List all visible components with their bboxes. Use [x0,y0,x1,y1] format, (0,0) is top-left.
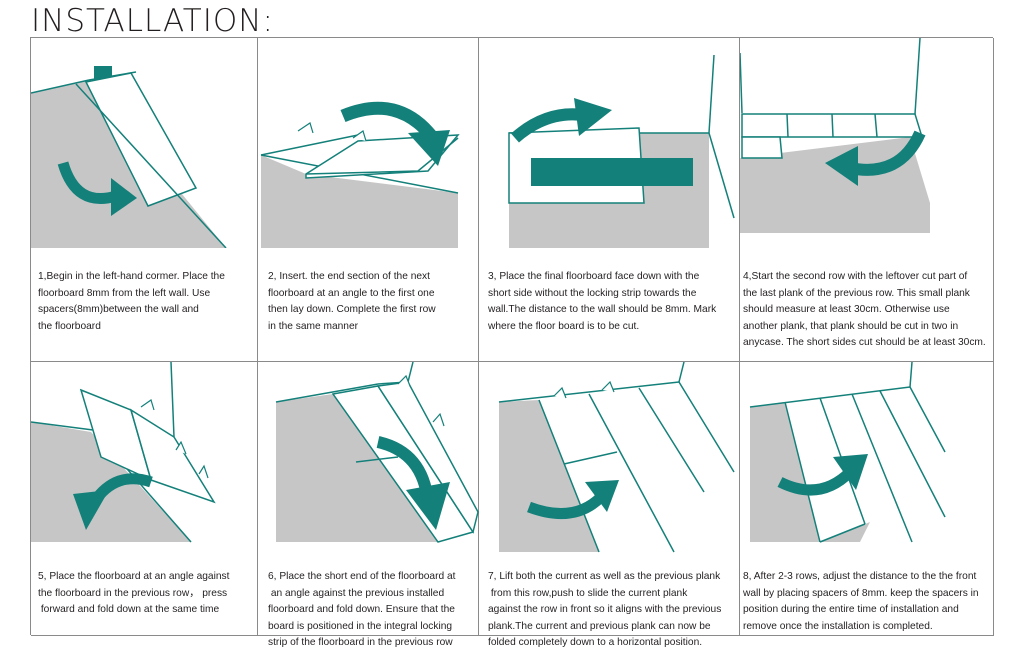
step-8-text: 8, After 2-3 rows, adjust the distance t… [743,571,979,632]
step-5-illustration [31,362,216,543]
page-title: INSTALLATION: [31,3,274,39]
step-6-panel: 6, Place the short end of the floorboard… [258,362,479,648]
step-6-text: 6, Place the short end of the floorboard… [268,571,456,648]
step-7-text: 7, Lift both the current as well as the … [488,571,722,648]
step-4-panel: 4,Start the second row with the leftover… [740,38,994,362]
step-1-panel: 1,Begin in the left-hand cormer. Place t… [31,38,258,362]
instruction-grid: 1,Begin in the left-hand cormer. Place t… [30,37,994,648]
step-8-illustration [749,362,946,543]
step-5-text: 5, Place the floorboard at an angle agai… [38,571,230,615]
step-8-panel: 8, After 2-3 rows, adjust the distance t… [740,362,994,636]
step-4-text: 4,Start the second row with the leftover… [743,271,986,348]
step-6-illustration [275,362,479,543]
step-3-text: 3, Place the final floorboard face down … [488,271,717,332]
step-3-panel: 3, Place the final floorboard face down … [479,38,740,362]
step-2-illustration [260,101,460,248]
step-7-illustration [498,362,735,553]
step-2-text: 2, Insert. the end section of the next f… [268,271,436,332]
step-3-illustration [508,54,735,248]
step-7-panel: 7, Lift both the current as well as the … [479,362,740,648]
step-1-text: 1,Begin in the left-hand cormer. Place t… [38,271,225,332]
step-1-illustration [31,66,227,248]
step-4-illustration [740,38,930,233]
step-2-panel: 2, Insert. the end section of the next f… [258,38,479,362]
step-5-panel: 5, Place the floorboard at an angle agai… [31,362,258,636]
